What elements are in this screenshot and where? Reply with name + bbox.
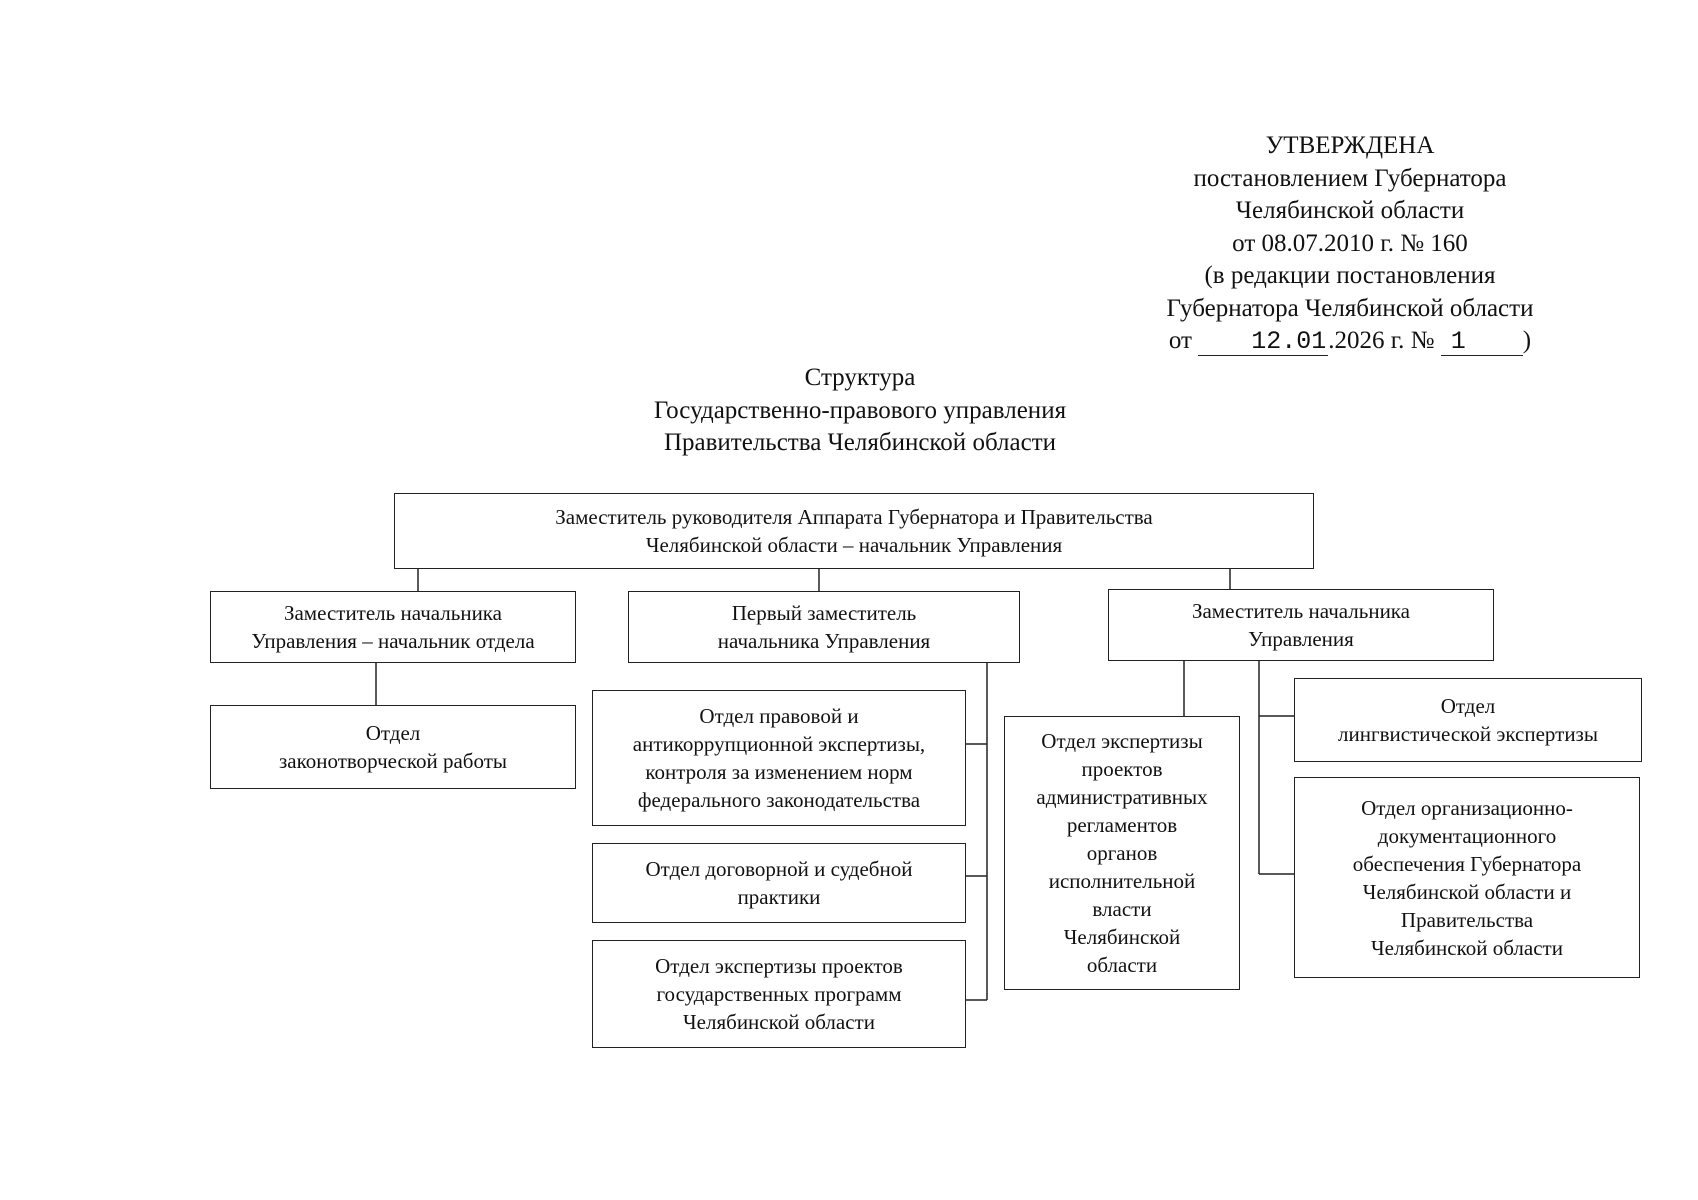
node-text: Отдел договорной и судебной практики [646,855,913,911]
node-line: органов [1086,841,1158,865]
node-line: законотворческой работы [278,749,507,773]
title-line: Государственно-правового управления [653,396,1067,424]
node-deputy-left: Заместитель начальника Управления – нача… [210,591,576,663]
node-dept-admin-regulations: Отдел экспертизы проектов административн… [1004,716,1240,990]
node-line: Отдел экспертизы [1041,729,1203,753]
node-line: Правительства [1400,907,1534,932]
node-text: Заместитель начальника Управления – нача… [251,599,534,655]
node-line: Первый заместитель [731,601,917,625]
node-text: Первый заместитель начальника Управления [718,599,930,655]
node-line: Челябинской области – начальник Управлен… [645,533,1063,557]
node-line: Заместитель начальника [1191,599,1411,623]
number-blank: 1 [1440,327,1523,356]
approval-close: ) [1522,327,1532,354]
date-suffix: .2026 г. № [1328,327,1435,354]
approval-prefix: от [1168,327,1192,354]
node-line: регламентов [1066,813,1178,837]
node-line: обеспечения Губернатора [1352,851,1582,876]
node-dept-programs: Отдел экспертизы проектов государственны… [592,940,966,1048]
node-line: начальника Управления [717,629,931,653]
node-line: власти [1092,897,1152,921]
node-line: Отдел экспертизы проектов [655,954,903,978]
node-line: государственных программ [656,982,902,1006]
date-blank: 12.01 [1198,327,1329,356]
node-text: Заместитель руководителя Аппарата Губерн… [555,503,1153,559]
node-line: Челябинской области и [1362,879,1572,904]
node-line: антикоррупционной экспертизы, [632,732,926,756]
node-line: Челябинской [1063,925,1181,949]
node-line: Отдел организационно- [1361,795,1573,820]
approval-line: Челябинской области [1235,197,1465,224]
node-line: Отдел правовой и [699,704,859,728]
node-text: Отдел лингвистической экспертизы [1338,692,1598,748]
node-text: Отдел экспертизы проектов административн… [1036,727,1207,979]
approval-line: Губернатора Челябинской области [1166,294,1534,322]
node-line: Отдел [1440,694,1496,718]
title-line: Правительства Челябинской области [663,429,1057,456]
node-line: Отдел [365,721,421,745]
node-line: Управления – начальник отдела [251,629,535,653]
node-line: Заместитель руководителя Аппарата Губерн… [555,505,1153,529]
node-line: административных [1036,785,1208,809]
node-line: Челябинской области [1371,935,1563,960]
approval-line: (в редакции постановления [1204,262,1496,289]
node-line: лингвистической экспертизы [1338,722,1598,746]
handwritten-date: 12.01 [1251,327,1327,356]
node-text: Заместитель начальника Управления [1192,597,1410,653]
node-line: контроля за изменением норм [645,760,913,784]
node-dept-linguistic: Отдел лингвистической экспертизы [1294,678,1642,762]
node-text: Отдел организационно- документационного … [1353,794,1581,962]
node-text: Отдел законотворческой работы [279,719,507,775]
node-dept-org-doc: Отдел организационно- документационного … [1294,777,1640,978]
node-line: Челябинской области [683,1010,875,1034]
handwritten-number: 1 [1450,327,1466,356]
approval-line: постановлением Губернатора [1193,164,1507,192]
node-line: Отдел договорной и судебной [645,857,913,881]
node-dept-legal-anticorruption: Отдел правовой и антикоррупционной экспе… [592,690,966,826]
approval-block: УТВЕРЖДЕНА постановлением Губернатора Че… [1120,130,1580,358]
node-line: исполнительной [1048,869,1196,893]
node-first-deputy: Первый заместитель начальника Управления [628,591,1020,663]
node-text: Отдел правовой и антикоррупционной экспе… [633,702,925,814]
approval-date-line: от 12.01.2026 г. № 1) [1120,325,1580,358]
node-line: документационного [1377,823,1557,848]
node-line: федерального законодательства [637,788,921,812]
node-text: Отдел экспертизы проектов государственны… [655,952,903,1036]
node-line: Управления [1248,627,1354,651]
node-line: Заместитель начальника [283,601,503,625]
node-deputy-right: Заместитель начальника Управления [1108,589,1494,661]
approval-line: от 08.07.2010 г. № 160 [1232,229,1468,257]
node-dept-contract: Отдел договорной и судебной практики [592,843,966,923]
node-line: проектов [1081,757,1163,781]
node-head: Заместитель руководителя Аппарата Губерн… [394,493,1314,569]
node-line: практики [737,885,821,909]
document-title: Структура Государственно-правового управ… [520,362,1200,460]
node-line: области [1086,953,1158,977]
approval-heading: УТВЕРЖДЕНА [1265,132,1435,159]
title-line: Структура [804,364,916,391]
node-dept-lawmaking: Отдел законотворческой работы [210,705,576,789]
